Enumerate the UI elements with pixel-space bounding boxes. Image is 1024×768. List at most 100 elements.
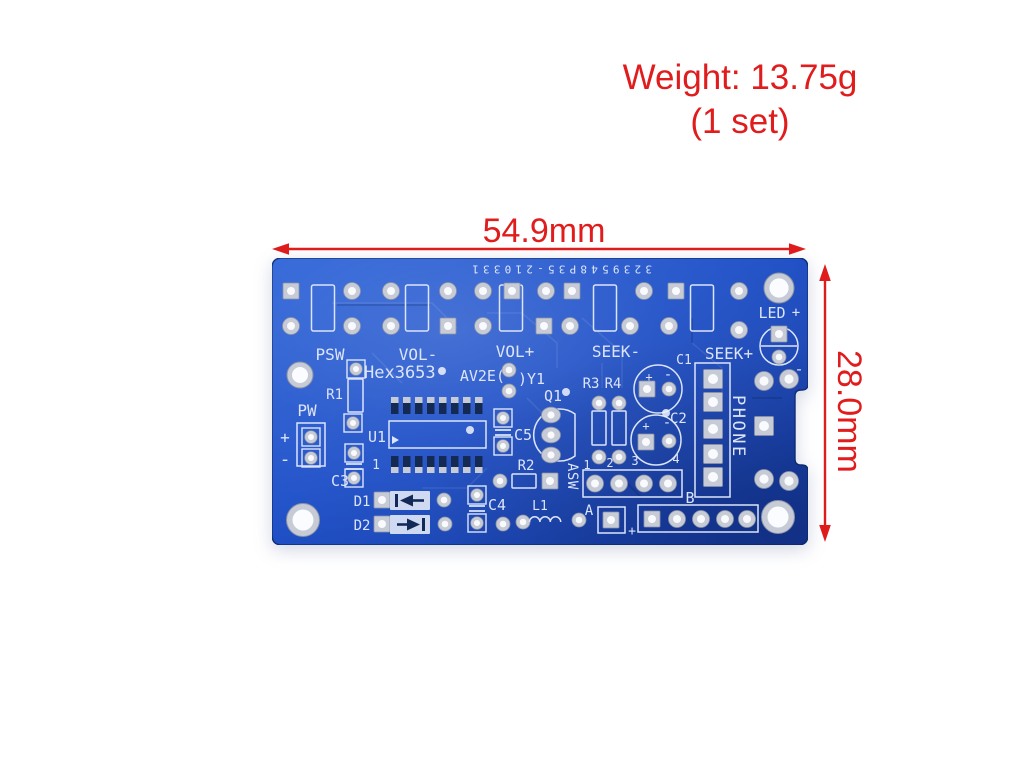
silk-a: A	[585, 503, 594, 519]
pad	[660, 317, 678, 335]
d1-footprint: D1	[354, 491, 452, 510]
inductor-symbol	[528, 516, 562, 523]
c2-footprint: C2 + -	[630, 411, 687, 466]
silk-l1: L1	[532, 499, 548, 514]
b-outline	[637, 504, 759, 533]
pad	[754, 371, 774, 391]
r2-footprint: R2	[492, 458, 559, 490]
pad	[561, 317, 579, 335]
pad	[495, 516, 511, 532]
c1-outline	[633, 364, 683, 414]
silk-u1: U1	[368, 428, 386, 446]
pad	[474, 317, 492, 335]
c4-footprint: C4	[467, 485, 511, 533]
q1-footprint: Q1	[533, 387, 576, 464]
r3-r4-footprints: R3 R4	[583, 376, 627, 465]
pad	[779, 471, 799, 491]
silk-psw: PSW	[316, 345, 345, 364]
d2-footprint: D2	[354, 515, 453, 534]
silk-r4: R4	[605, 376, 622, 392]
weight-annotation: Weight: 13.75g (1 set)	[600, 56, 880, 144]
silk-u1-pin1: 1	[372, 458, 380, 473]
pad	[537, 282, 555, 300]
pad	[474, 282, 492, 300]
pad	[779, 369, 799, 389]
pad	[373, 515, 391, 533]
silk-asw-pin4: 4	[672, 452, 679, 466]
silk-y1: )Y1	[518, 370, 545, 388]
silk-pw-plus: +	[280, 428, 290, 447]
arrow-head-bottom	[819, 525, 831, 542]
l1-footprint: L1	[515, 499, 587, 530]
silk-asw-pin2: 2	[606, 456, 613, 470]
pad	[382, 282, 400, 300]
pad	[591, 395, 607, 411]
mounting-hole	[286, 503, 320, 537]
silk-b: B	[685, 489, 694, 507]
pad	[610, 474, 628, 493]
pad	[501, 362, 517, 378]
pad	[611, 449, 627, 465]
pad	[621, 317, 639, 335]
silk-c2-minus: -	[663, 415, 671, 431]
arrow-head-left	[272, 243, 289, 255]
silk-pw: PW	[297, 401, 317, 420]
r1-footprint: R1	[326, 359, 366, 433]
pad	[738, 510, 756, 528]
pad	[770, 325, 788, 343]
silk-hex3653: Hex3653	[364, 363, 436, 383]
pad	[541, 406, 561, 424]
silk-d2: D2	[354, 518, 371, 534]
button-outline-psw	[310, 284, 336, 332]
pad	[439, 282, 457, 300]
mounting-hole	[761, 500, 795, 534]
arrow-head-top	[819, 264, 831, 281]
pad	[282, 317, 300, 335]
silk-seek-minus: SEEK-	[592, 342, 640, 361]
silk-a-plus: +	[628, 524, 636, 539]
silk-serial-number: 3239548P35-210331	[468, 263, 652, 276]
pad	[703, 419, 723, 439]
silk-seek-plus: SEEK+	[705, 344, 753, 363]
pad	[703, 369, 723, 389]
b-header: B	[637, 489, 759, 533]
mounting-hole	[763, 272, 795, 304]
pin1-marker	[392, 436, 399, 444]
pad	[637, 433, 655, 451]
silk-vol-minus: VOL-	[399, 345, 438, 364]
pad	[635, 474, 653, 493]
silk-av2e: AV2E(	[460, 367, 505, 385]
silk-pw-minus: -	[280, 449, 291, 470]
silk-c5: C5	[514, 426, 532, 444]
silk-c2: C2	[670, 411, 687, 427]
pad	[535, 317, 553, 335]
pad	[661, 433, 677, 449]
pad	[343, 282, 361, 300]
button-outline-seek-minus	[592, 284, 618, 332]
pad	[602, 511, 620, 529]
pad	[643, 510, 661, 528]
c5-footprint: C5	[493, 408, 532, 456]
silk-led-plus: +	[792, 305, 800, 321]
pw-outline	[296, 422, 326, 467]
weight-line2: (1 set)	[690, 102, 790, 141]
asw-outline	[582, 469, 683, 498]
r3-body	[591, 410, 607, 446]
pad	[492, 473, 508, 489]
c3-footprint: C3	[331, 443, 364, 490]
silk-c1-plus: +	[645, 370, 652, 384]
c1-footprint: + -	[633, 364, 683, 414]
width-dimension-label: 54.9mm	[482, 212, 606, 250]
c2-outline	[630, 414, 682, 466]
silk-phone: PHONE	[728, 395, 748, 459]
r1-body	[347, 378, 364, 413]
pad	[437, 516, 453, 532]
r4-body	[611, 410, 627, 446]
q1-outline	[533, 408, 576, 462]
ic-u1-footprint: U1 1	[368, 397, 487, 473]
pad	[730, 321, 748, 339]
pad	[730, 282, 748, 300]
silk-d1: D1	[354, 494, 371, 510]
pad	[668, 510, 686, 528]
silk-c2-plus: +	[642, 419, 649, 433]
